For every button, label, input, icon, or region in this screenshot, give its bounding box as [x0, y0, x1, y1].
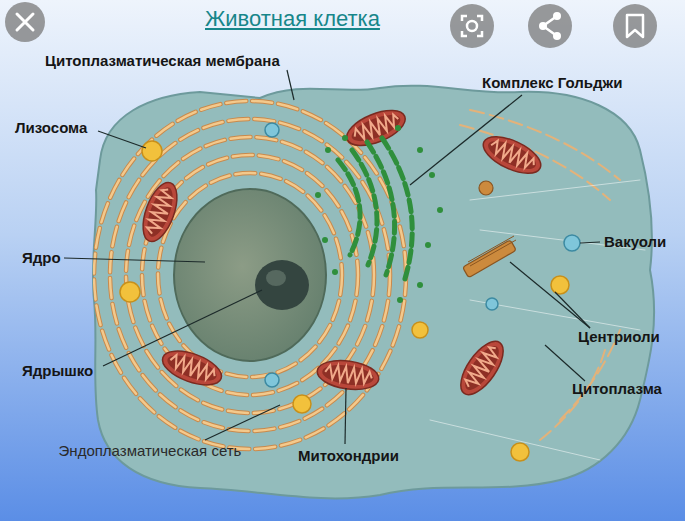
centrioles [463, 181, 517, 278]
part-label: Цитоплазма [572, 380, 662, 398]
endoplasmic-reticulum [94, 101, 645, 460]
lysosomes [120, 141, 569, 461]
part-label: Цитоплазматическая мембрана [45, 52, 280, 70]
part-label: Комплекс Гольджи [482, 74, 622, 92]
golgi-vesicles [315, 125, 443, 303]
part-label: Лизосома [15, 119, 87, 137]
part-label: Эндоплазматическая сеть [50, 442, 250, 460]
mitochondria [136, 103, 546, 401]
nucleolus [255, 260, 309, 310]
part-label: Ядро [22, 249, 61, 267]
title: Животная клетка [205, 6, 380, 32]
golgi-complex [338, 138, 412, 282]
part-label: Ядрышко [22, 362, 93, 380]
part-label: Митохондрии [298, 447, 399, 465]
nucleus [174, 189, 326, 361]
cell-membrane [93, 86, 654, 499]
vacuoles [265, 123, 580, 387]
toolbar-icons [5, 2, 657, 48]
leader-lines [64, 70, 600, 444]
nucleolus-highlight [266, 270, 286, 286]
part-label: Вакуоли [604, 233, 666, 251]
part-label: Центриоли [578, 328, 660, 346]
